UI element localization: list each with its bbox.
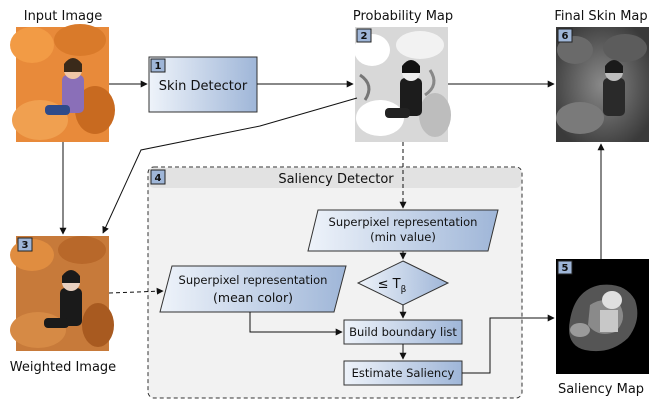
estimate-saliency-label: Estimate Saliency [352,366,455,380]
image-number-3-text: 3 [22,240,29,251]
image-number-3 [17,237,33,252]
skin-detector-box: 1 Skin Detector [148,56,258,113]
image-number-6 [557,28,573,43]
arrow-estimate-to-saliency-map [462,314,555,374]
threshold-diamond: ≤ Tβ [356,260,450,306]
saliency-map-label: Saliency Map [558,382,644,397]
superpixel-mean-line2: (mean color) [213,290,293,305]
input-image-label: Input Image [24,9,103,24]
arrow-probability-to-weighted [102,97,358,234]
image-number-2-text: 2 [361,31,368,42]
final-skin-map-image [556,27,649,142]
skin-detector-label: Skin Detector [159,79,248,94]
arrow-superpixel-mean-to-boundary [249,312,343,336]
probability-map-image [354,27,451,142]
step-number-1 [150,58,166,73]
threshold-subscript: β [401,285,407,295]
image-number-5-text: 5 [562,263,569,274]
superpixel-min-line2: (min value) [370,230,436,244]
superpixel-mean-line1: Superpixel representation [179,273,328,287]
step-number-4 [150,169,166,185]
probability-map-label: Probability Map [353,9,453,24]
superpixel-min-line1: Superpixel representation [329,215,478,229]
estimate-saliency-box: Estimate Saliency [343,360,463,386]
threshold-label: ≤ Tβ [378,277,407,295]
weighted-image [10,236,114,351]
saliency-detector-title: Saliency Detector [278,172,394,187]
image-number-2 [356,28,372,43]
saliency-map-image [556,259,649,374]
input-image [10,24,115,142]
image-number-6-text: 6 [562,31,569,42]
image-number-5 [557,260,573,275]
build-boundary-list-box: Build boundary list [343,319,463,345]
superpixel-min-value-box: Superpixel representation (min value) [307,209,499,252]
final-skin-map-label: Final Skin Map [554,9,647,24]
step-number-1-text: 1 [155,61,162,72]
superpixel-mean-color-box: Superpixel representation (mean color) [159,265,347,313]
weighted-image-label: Weighted Image [10,360,116,375]
arrow-weighted-to-superpixel-mean [108,287,164,295]
build-boundary-label: Build boundary list [349,325,457,339]
step-number-4-text: 4 [155,173,162,184]
flow-arrows [59,80,605,374]
